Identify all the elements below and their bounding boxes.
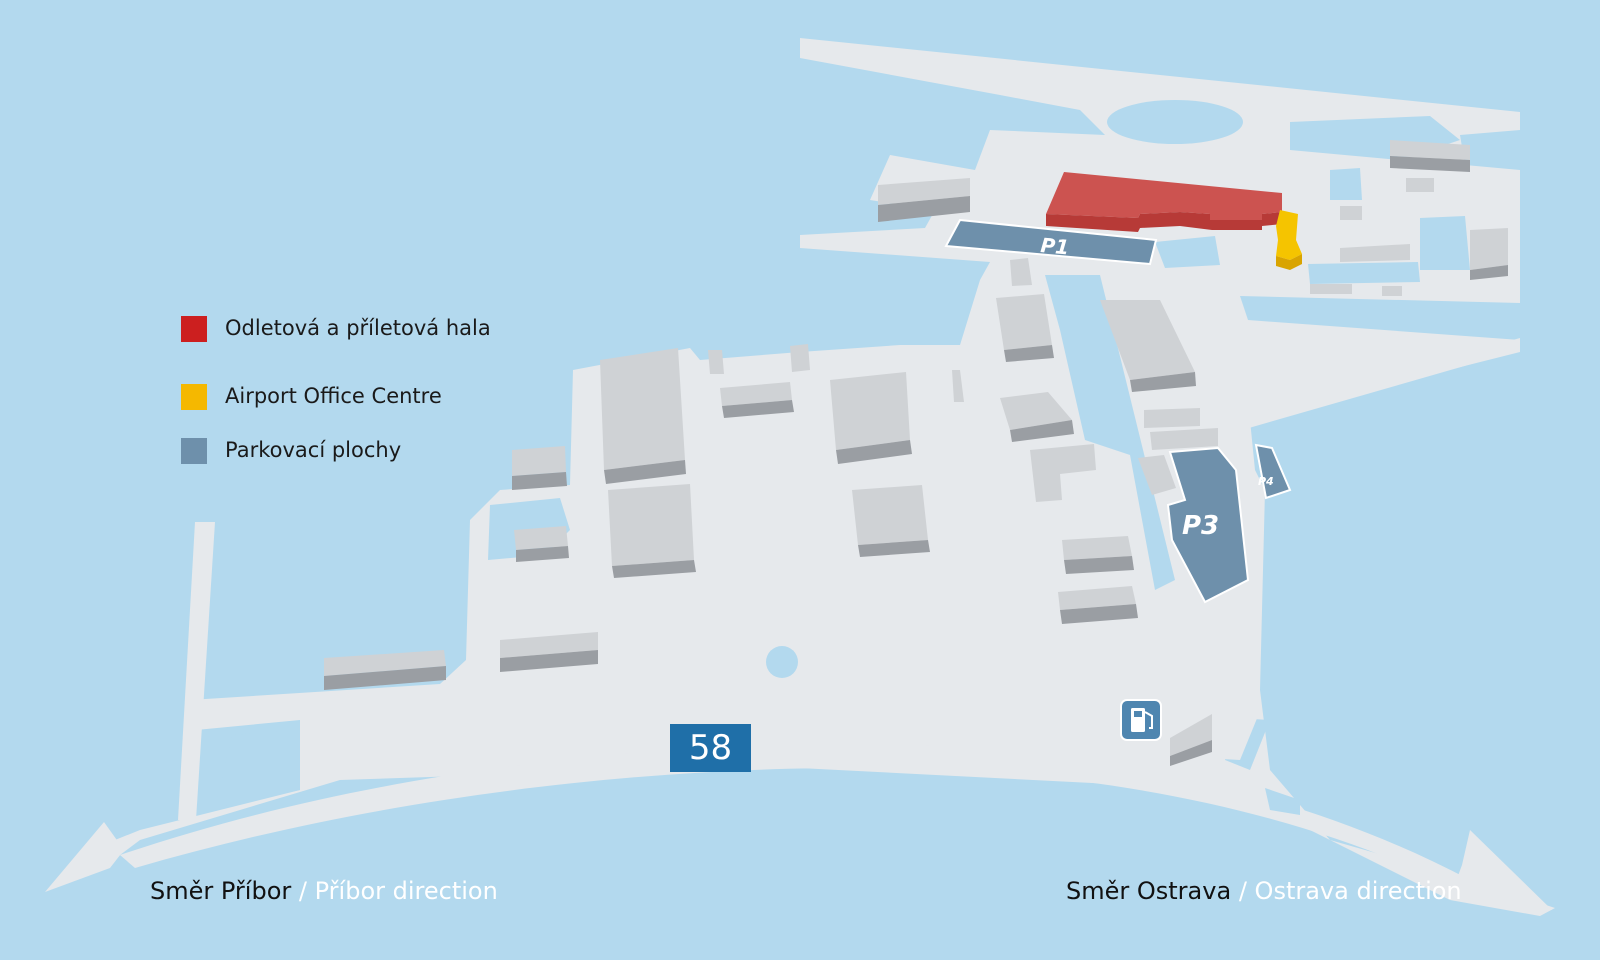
parking-areas (944, 218, 1292, 604)
direction-ostrava-separator: / (1238, 877, 1247, 905)
terminal-building (1046, 172, 1282, 232)
parking-p4 (1254, 443, 1292, 500)
road-number-shield: 58 (670, 724, 751, 772)
legend-swatch-parking (181, 438, 207, 464)
direction-pribor-en: Příbor direction (314, 877, 498, 905)
direction-pribor-cz: Směr Příbor (150, 877, 292, 905)
buildings (324, 140, 1508, 766)
parking-p1 (944, 218, 1158, 266)
direction-ostrava-en: Ostrava direction (1254, 877, 1462, 905)
direction-ostrava-cz: Směr Ostrava (1066, 877, 1232, 905)
direction-pribor-separator: / (298, 877, 307, 905)
legend-label-terminal: Odletová a příletová hala (225, 316, 491, 340)
legend-label-office: Airport Office Centre (225, 384, 442, 408)
arrow-ostrava (1452, 830, 1552, 910)
parking-p4-label: P4 (1258, 475, 1274, 488)
parking-p1-label: P1 (1040, 233, 1071, 259)
fuel-pump-icon (1120, 699, 1162, 741)
direction-pribor: Směr Příbor / Příbor direction (150, 876, 498, 906)
legend-swatch-office (181, 384, 207, 410)
arrow-pribor (45, 822, 124, 892)
parking-p3-label: P3 (1182, 511, 1219, 541)
legend-swatch-terminal (181, 316, 207, 342)
legend-label-parking: Parkovací plochy (225, 438, 402, 462)
office-centre-building (1276, 210, 1302, 270)
parking-p3 (1166, 446, 1250, 604)
direction-ostrava: Směr Ostrava / Ostrava direction (1066, 876, 1462, 906)
